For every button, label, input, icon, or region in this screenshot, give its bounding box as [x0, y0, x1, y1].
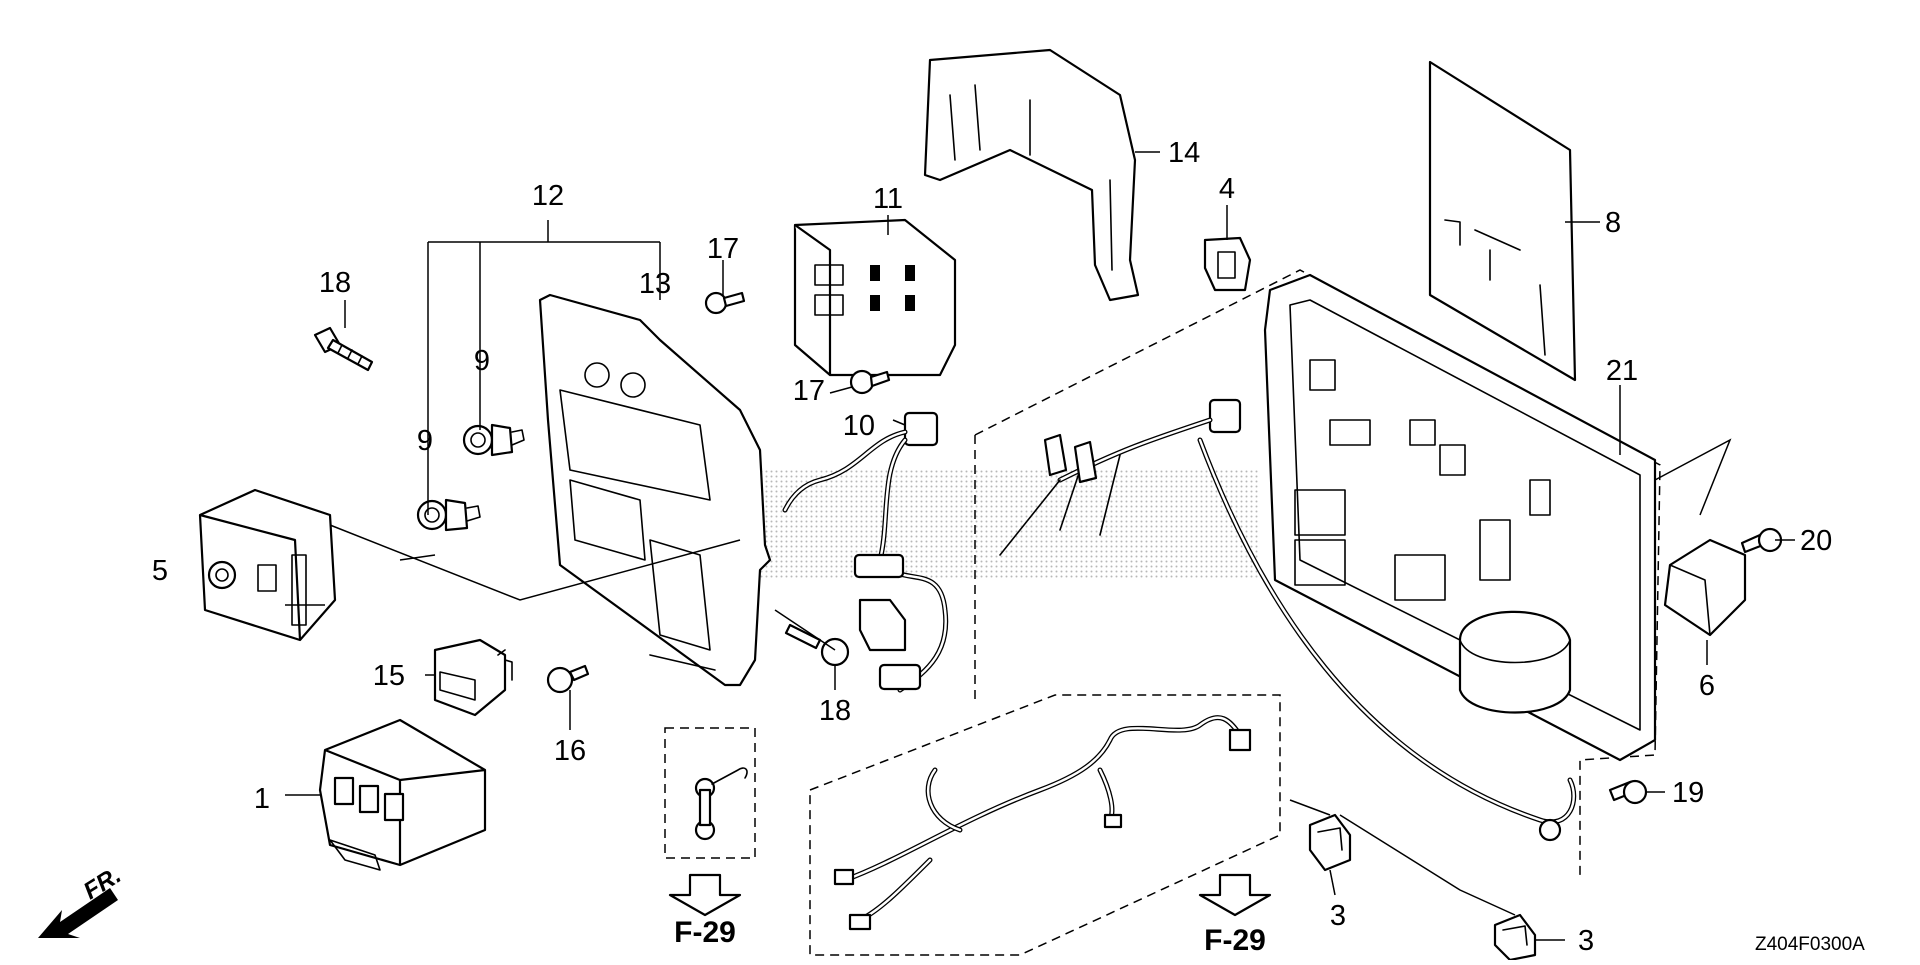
label-8: 8	[1605, 207, 1621, 239]
diagram-code: Z404F0300A	[1755, 934, 1865, 955]
reference-arrow-left	[668, 873, 742, 917]
part-5-outlet	[198, 488, 337, 642]
label-11: 11	[873, 183, 903, 215]
sub-harness-box	[809, 694, 1281, 956]
part-11-outlet	[793, 218, 957, 377]
part-18-bolt-center	[784, 623, 850, 667]
label-14: 14	[1168, 137, 1200, 169]
part-10-harness	[782, 411, 949, 693]
reference-arrow-right	[1198, 873, 1272, 917]
label-17b: 17	[793, 375, 825, 407]
part-21-inverter-unit	[974, 269, 1661, 880]
label-6: 6	[1699, 670, 1715, 702]
label-20: 20	[1800, 525, 1832, 557]
part-19-bolt	[1608, 779, 1648, 805]
label-4: 4	[1219, 173, 1235, 205]
part-3-grommets	[1308, 813, 1537, 962]
part-14-wire-guide	[923, 48, 1140, 302]
part-1-cover	[318, 718, 487, 871]
part-8-sheet	[1428, 60, 1577, 382]
label-12: 12	[532, 180, 564, 212]
label-21: 21	[1606, 355, 1638, 387]
label-19: 19	[1672, 777, 1704, 809]
label-9b: 9	[474, 345, 490, 377]
part-20-screw	[1740, 527, 1783, 554]
label-18a: 18	[319, 267, 351, 299]
label-16: 16	[554, 735, 586, 767]
label-3a: 3	[1330, 900, 1346, 932]
label-18b: 18	[819, 695, 851, 727]
label-13: 13	[639, 268, 671, 300]
part-labels: 1 3 3 4 5 6 8 9 9 10 11 12 13 14 15 16 1…	[152, 137, 1832, 957]
part-17-screws	[704, 291, 891, 395]
part-6-bracket	[1663, 538, 1747, 637]
label-1: 1	[254, 783, 270, 815]
reference-left: F-29	[674, 916, 736, 949]
label-3b: 3	[1578, 925, 1594, 957]
part-15-switch	[433, 638, 513, 717]
leader-lines	[285, 151, 1795, 941]
part-6-leader	[1654, 438, 1732, 516]
part-4-grommet	[1203, 236, 1252, 292]
label-17a: 17	[707, 233, 739, 265]
earth-bolt-box	[664, 727, 756, 859]
label-15: 15	[373, 660, 405, 692]
label-9a: 9	[417, 425, 433, 457]
part-18-bolt-top	[313, 326, 374, 372]
label-5: 5	[152, 555, 168, 587]
front-direction-arrow	[38, 888, 118, 938]
direction-label: FR.	[79, 862, 126, 905]
part-16-screw	[546, 664, 590, 694]
reference-right: F-29	[1204, 924, 1266, 957]
label-10: 10	[843, 410, 875, 442]
part-9-terminals	[416, 423, 525, 532]
part-13-panel-plate	[538, 293, 772, 687]
